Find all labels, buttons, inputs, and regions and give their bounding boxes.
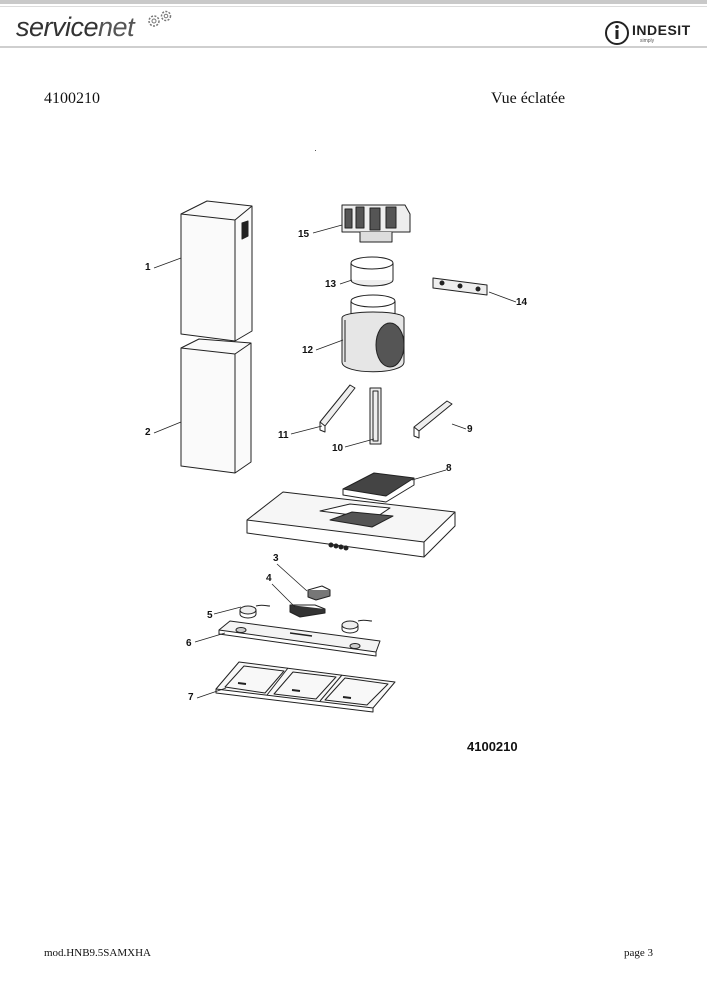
part-13-collar-ring	[350, 256, 394, 287]
part-label-14: 14	[516, 297, 528, 308]
part-10-center-rail	[369, 387, 382, 445]
servicenet-logo: servicenet	[16, 12, 135, 43]
part-label-2: 2	[145, 427, 151, 438]
part-5-lamps	[239, 604, 373, 634]
part-12-motor-unit	[341, 294, 405, 373]
header-top-bar	[0, 0, 707, 4]
part-label-4: 4	[266, 573, 272, 584]
part-label-9: 9	[467, 424, 473, 435]
gears-icon	[148, 10, 172, 27]
part-6-lower-panel	[218, 620, 381, 657]
logo-text-service: service	[16, 12, 99, 42]
stray-dot	[315, 150, 316, 151]
part-3-light-housing	[307, 585, 331, 601]
logo-text-net: net	[98, 12, 135, 42]
leader-lines	[153, 224, 517, 699]
part-label-12: 12	[302, 345, 314, 356]
part-2-lower-chimney	[180, 338, 252, 474]
part-label-11: 11	[278, 430, 289, 441]
part-label-7: 7	[188, 692, 194, 703]
part-label-1: 1	[145, 262, 151, 273]
part-label-6: 6	[186, 638, 192, 649]
part-7-grease-filters	[215, 661, 396, 713]
indesit-logo-tagline: simply	[640, 38, 655, 44]
part-label-5: 5	[207, 610, 213, 621]
part-label-3: 3	[273, 553, 279, 564]
part-label-10: 10	[332, 443, 344, 454]
diagram-reference-code: 4100210	[467, 739, 518, 754]
part-label-13: 13	[325, 279, 337, 290]
footer-model: mod.HNB9.5SAMXHA	[44, 947, 151, 959]
part-14-bracket	[432, 277, 488, 296]
document-code: 4100210	[44, 90, 100, 107]
part-11-left-rail	[319, 384, 356, 433]
part-9-right-rail	[413, 400, 453, 439]
part-4-control-board	[289, 604, 326, 618]
indesit-logo-icon	[605, 21, 629, 45]
part-1-upper-chimney	[180, 200, 253, 342]
header-top-line	[0, 6, 707, 7]
part-15-motor-support	[341, 204, 411, 243]
part-label-8: 8	[446, 463, 452, 474]
indesit-logo-text: INDESIT	[632, 22, 691, 38]
document-title: Vue éclatée	[491, 90, 566, 107]
footer-page-number: page 3	[624, 947, 654, 959]
hood-body	[246, 491, 456, 558]
header-rule	[0, 46, 707, 48]
part-8-filter	[342, 472, 415, 503]
part-label-15: 15	[298, 229, 310, 240]
